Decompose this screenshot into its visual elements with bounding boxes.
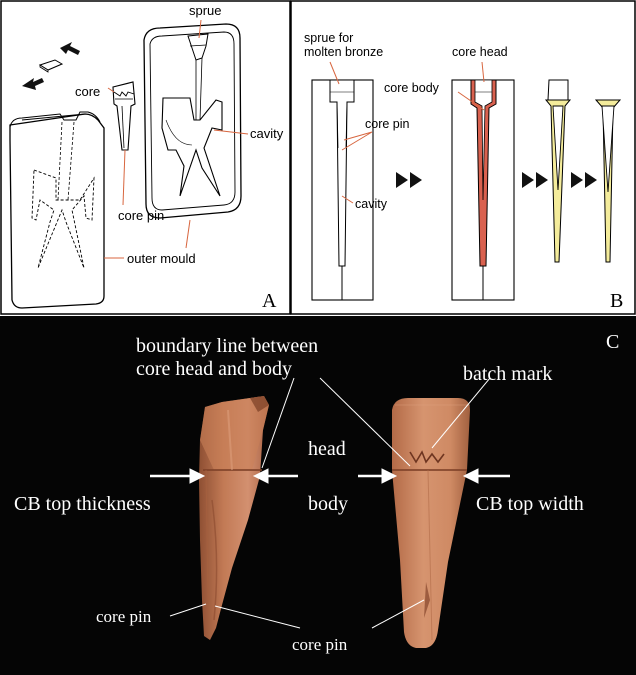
panel-c: C boundary line between core head and bo… [0, 316, 636, 675]
leader-core-head [481, 61, 485, 83]
label-sprue-line2: molten bronze [304, 45, 383, 59]
label-core-head: core head [452, 45, 508, 59]
label-boundary-line2: core head and body [136, 358, 292, 380]
label-cb-top-thickness: CB top thickness [14, 493, 151, 515]
mould-step-2 [451, 79, 515, 301]
panel-c-letter: C [606, 331, 619, 353]
arrow-right-icon [410, 172, 422, 188]
batch-mark-glyph [409, 450, 445, 464]
arrow-in-right-icon [60, 42, 80, 55]
panel-a-letter: A [262, 290, 277, 312]
label-core-pin-left: core pin [96, 607, 152, 626]
leader-boundary-right [319, 377, 411, 467]
measurement-arrows [150, 468, 510, 484]
arrow-right-icon [585, 172, 597, 188]
casting-with-core [544, 79, 572, 263]
leader-core-body [457, 91, 485, 111]
leader-cavity-b [341, 195, 354, 204]
core-photo-side [199, 396, 269, 640]
arrow-right-icon [381, 468, 398, 484]
label-core-body: core body [384, 81, 440, 95]
leader-core-pin-right-a [214, 605, 301, 629]
outer-mould-left-half [9, 111, 105, 309]
annotation-leaders [169, 377, 491, 629]
leader-outer-mould [104, 219, 191, 259]
leader-core-pin-right-b [371, 599, 425, 629]
outer-mould-right-half [143, 23, 242, 219]
arrow-right-icon [396, 172, 408, 188]
label-head: head [308, 438, 346, 460]
arrow-right-icon [536, 172, 548, 188]
label-core: core [75, 84, 100, 99]
panel-c-background [0, 316, 636, 675]
label-batch-mark: batch mark [463, 363, 552, 385]
label-core-pin: core pin [118, 208, 164, 223]
label-cavity-b: cavity [355, 197, 388, 211]
panel-a: sprue core cavity core pin outer mould A [0, 0, 291, 315]
process-arrows [396, 172, 597, 188]
mould-step-1 [311, 79, 374, 301]
label-core-pin-right: core pin [292, 635, 348, 654]
leader-batch-mark [431, 377, 491, 449]
leader-core-pin-b [341, 131, 373, 151]
arrow-right-icon [571, 172, 583, 188]
core-photo-front [392, 398, 470, 648]
label-sprue: sprue [189, 3, 222, 18]
arrow-right-icon [189, 468, 206, 484]
arrow-left-icon [462, 468, 479, 484]
label-body: body [308, 493, 348, 515]
leader-sprue [198, 19, 202, 39]
label-outer-mould: outer mould [127, 251, 196, 266]
label-core-pin-b: core pin [365, 117, 410, 131]
leader-boundary-left [261, 377, 295, 469]
core-drawing [112, 81, 136, 151]
panel-b: sprue for molten bronze core pin cavity … [290, 0, 636, 315]
bronze-socket [594, 99, 622, 263]
leader-core [107, 87, 115, 93]
label-sprue-line1: sprue for [304, 31, 353, 45]
arrow-right-icon [522, 172, 534, 188]
label-cavity: cavity [250, 126, 284, 141]
label-boundary-line1: boundary line between [136, 335, 318, 357]
leader-cavity [213, 129, 249, 135]
leader-core-pin-left [169, 603, 207, 617]
arrow-in-left-icon [22, 78, 44, 90]
panel-b-letter: B [610, 290, 623, 312]
arrow-left-icon [252, 468, 269, 484]
leader-core-pin [122, 149, 126, 206]
leader-sprue-b [329, 61, 340, 85]
label-cb-top-width: CB top width [476, 493, 584, 515]
